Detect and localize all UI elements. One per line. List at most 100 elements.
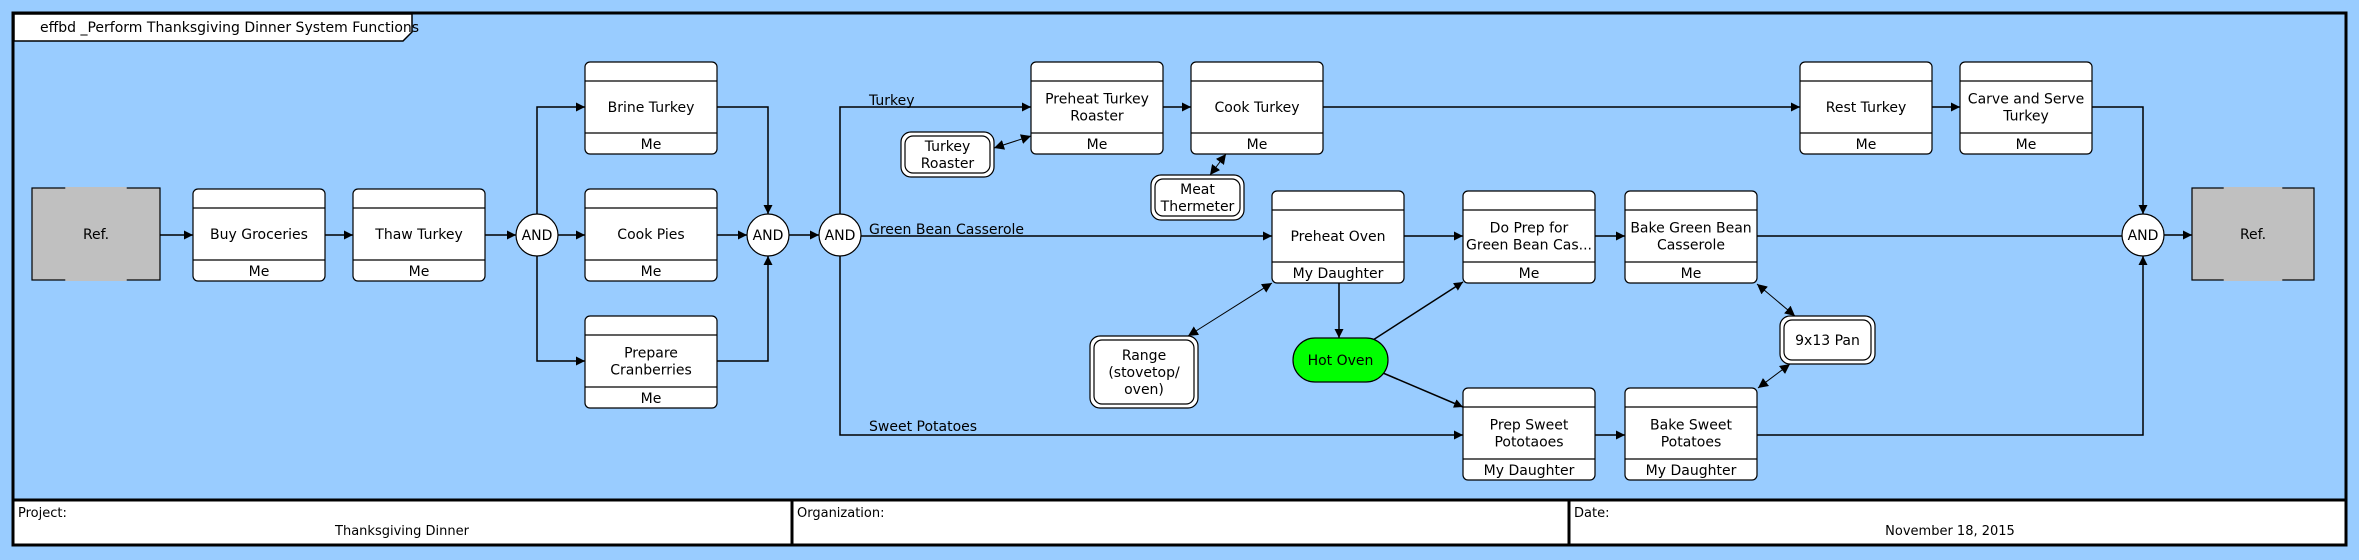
function-performer: Me (249, 264, 270, 280)
function-name: Cook Turkey (1214, 100, 1299, 116)
resource-label: Roaster (921, 156, 975, 172)
function-name: Cranberries (610, 363, 692, 379)
function-name: Turkey (2002, 109, 2049, 125)
function-name: Buy Groceries (210, 227, 308, 243)
function-name: Casserole (1657, 238, 1725, 254)
resource-label: 9x13 Pan (1795, 333, 1860, 349)
diagram-title: effbd _Perform Thanksgiving Dinner Syste… (40, 20, 419, 36)
function-preheat-oven[interactable]: Preheat Oven My Daughter (1271, 190, 1405, 284)
resource-link-9x13-pan-bake-sweet (1757, 363, 1791, 389)
function-performer: Me (1087, 137, 1108, 153)
gate-and-2[interactable]: AND (746, 213, 790, 257)
function-performer: My Daughter (1646, 463, 1737, 479)
footer-organization-cell (790, 498, 1571, 547)
gate-label: AND (2128, 228, 2159, 244)
control-flow-edges (160, 102, 2192, 440)
function-name: Prep Sweet (1490, 418, 1569, 434)
function-name: Roaster (1070, 109, 1124, 125)
gate-and-1[interactable]: AND (515, 213, 559, 257)
function-name: Cook Pies (617, 227, 684, 243)
resource-label: (stovetop/ (1108, 365, 1180, 381)
edge-and1-to-cranberries (536, 256, 585, 366)
function-performer: Me (641, 264, 662, 280)
ref-end-ref-box[interactable]: Ref. (2191, 187, 2315, 281)
gate-label: AND (753, 228, 784, 244)
gate-and-3[interactable]: AND (818, 213, 862, 257)
resource-label: oven) (1124, 382, 1164, 398)
edge-brine-to-and2 (717, 106, 773, 214)
footer-table: Project: Thanksgiving Dinner Organizatio… (11, 498, 2348, 547)
function-performer: Me (1247, 137, 1268, 153)
function-performer: Me (1681, 266, 1702, 282)
edge-and3-to-prep-sweet (839, 256, 1463, 440)
gate-label: AND (825, 228, 856, 244)
function-performer: Me (1519, 266, 1540, 282)
ref-label: Ref. (2240, 227, 2266, 243)
function-performer: Me (641, 391, 662, 407)
footer-project-value: Thanksgiving Dinner (334, 524, 470, 539)
function-name: Preheat Oven (1290, 229, 1385, 245)
function-name: Prepare (624, 346, 678, 362)
resource-label: Turkey (924, 139, 971, 155)
resource-link-turkey-roaster-preheat-roaster (993, 134, 1032, 150)
footer-date-label: Date: (1574, 506, 1609, 521)
resource-label: Meat (1180, 182, 1215, 198)
edge-hot-oven-to-prepsweet (1382, 372, 1464, 408)
function-name: Green Bean Cas... (1466, 238, 1592, 254)
function-performer: Me (2016, 137, 2037, 153)
branch-label-green-bean: Green Bean Casserole (869, 222, 1024, 238)
resource-link-range-preheat-oven (1187, 282, 1273, 337)
function-name: Preheat Turkey (1045, 92, 1149, 108)
resource-links (993, 134, 1796, 389)
function-performer: My Daughter (1293, 266, 1384, 282)
function-name: Do Prep for (1490, 221, 1569, 237)
footer-date-value: November 18, 2015 (1885, 524, 2015, 539)
footer-organization-label: Organization: (797, 506, 885, 521)
function-name: Brine Turkey (608, 100, 695, 116)
function-performer: Me (641, 137, 662, 153)
edge-carve-to-and4 (2092, 106, 2148, 214)
edge-and3-to-preheat-roaster (839, 102, 1031, 214)
resource-9x13-pan[interactable]: 9x13 Pan (1779, 315, 1876, 365)
function-performer: Me (409, 264, 430, 280)
ref-label: Ref. (83, 227, 109, 243)
footer-date-cell (1567, 498, 2348, 547)
resource-link-meat-thermeter-cook-turkey (1209, 153, 1227, 176)
resource-link-9x13-pan-bake-gb (1756, 283, 1796, 317)
function-performer: Me (1856, 137, 1877, 153)
edge-cranberries-to-and2 (717, 256, 773, 362)
function-name: Bake Green Bean (1630, 221, 1751, 237)
diagram-title-tab: effbd _Perform Thanksgiving Dinner Syste… (13, 13, 419, 42)
item-label: Hot Oven (1308, 353, 1374, 369)
gate-and-4[interactable]: AND (2121, 213, 2165, 257)
branch-label-sweet-potatoes: Sweet Potatoes (869, 419, 977, 435)
resource-label: Range (1122, 348, 1166, 364)
ref-start-ref-box[interactable]: Ref. (31, 187, 161, 281)
edge-bakesweet-to-and4 (1757, 256, 2148, 436)
item-hot-oven[interactable]: Hot Oven (1292, 337, 1389, 383)
branch-labels: Turkey Green Bean Casserole Sweet Potato… (868, 93, 1024, 435)
branch-label-turkey: Turkey (868, 93, 915, 109)
resource-range[interactable]: Range(stovetop/oven) (1089, 335, 1199, 409)
function-name: Carve and Serve (1968, 92, 2084, 108)
edge-hot-oven-to-doprep (1372, 281, 1464, 341)
function-name: Pototaoes (1494, 435, 1563, 451)
gate-label: AND (522, 228, 553, 244)
